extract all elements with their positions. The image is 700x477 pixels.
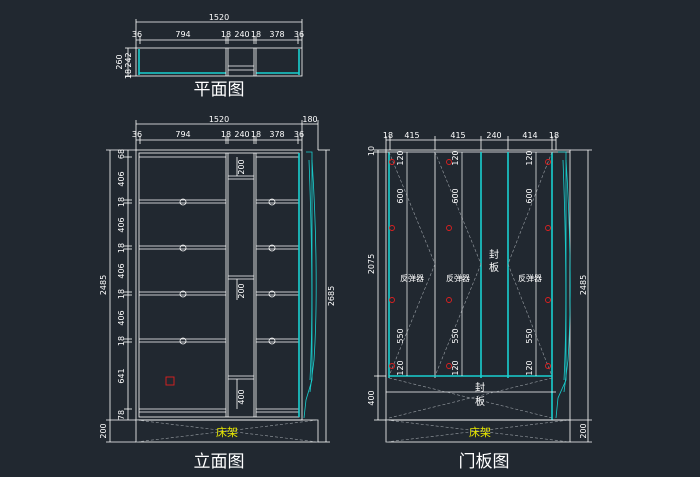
plan-seg-7: 36	[294, 30, 304, 39]
hinge-l-2: 600	[396, 188, 405, 203]
plan-title: 平面图	[194, 80, 245, 100]
elev-mid-dim-3: 400	[237, 389, 246, 404]
door-w-5: 414	[522, 131, 537, 140]
seal-upper-char-2: 板	[489, 261, 499, 274]
elev-mid-dim-1: 200	[237, 159, 246, 174]
hinge-l-1: 120	[396, 150, 405, 165]
seal-upper-char-1: 封	[489, 248, 499, 261]
door-w-2: 415	[404, 131, 419, 140]
door-bed-label: 床架	[469, 425, 491, 439]
seal-lower-char-1: 封	[475, 381, 485, 394]
elev-h-2: 406	[117, 171, 126, 186]
elev-h-9: 18	[117, 336, 126, 346]
hinge-r-4: 120	[525, 360, 534, 375]
door-top: 10	[367, 146, 376, 156]
elev-h-11: 78	[117, 410, 126, 420]
plan-seg-4: 240	[234, 30, 249, 39]
elevation-view: 1520 180 36 794 18 240 18 378 36	[99, 115, 336, 472]
door-bottom: 400	[367, 390, 376, 405]
hinge-r-3: 550	[525, 328, 534, 343]
plan-seg-2: 794	[175, 30, 190, 39]
plan-seg-5: 18	[251, 30, 261, 39]
elev-h-5: 18	[117, 243, 126, 253]
hinge-m-4: 120	[451, 360, 460, 375]
hinge-l-3: 550	[396, 328, 405, 343]
hinge-l-4: 120	[396, 360, 405, 375]
door-w-6: 18	[549, 131, 559, 140]
elev-seg-2: 794	[175, 130, 190, 139]
door-w-1: 18	[383, 131, 393, 140]
door-w-4: 240	[486, 131, 501, 140]
plan-depth-part-1: 242	[124, 52, 133, 67]
door-bed-height: 200	[579, 423, 588, 438]
hinge-m-3: 550	[451, 328, 460, 343]
elev-total-with-bed: 2685	[327, 286, 336, 306]
seal-lower-char-2: 板	[475, 395, 485, 408]
plan-depth: 260	[115, 54, 124, 69]
plan-total-width: 1520	[209, 13, 229, 22]
door-view: 18 415 415 240 414 18	[367, 131, 592, 472]
plan-seg-3: 18	[221, 30, 231, 39]
hinge-r-2: 600	[525, 188, 534, 203]
hinge-m-1: 120	[451, 150, 460, 165]
elev-bed-height: 200	[99, 423, 108, 438]
elev-h-10: 641	[117, 368, 126, 383]
elevation-title: 立面图	[194, 452, 245, 472]
plan-view: 1520 36 794 18 240 18 378 36	[115, 13, 304, 100]
elev-h-7: 18	[117, 289, 126, 299]
elev-overall-height: 2485	[99, 275, 108, 295]
door-title: 门板图	[459, 452, 510, 472]
hinge-r-1: 120	[525, 150, 534, 165]
elev-h-4: 406	[117, 217, 126, 232]
elev-h-3: 18	[117, 197, 126, 207]
rebound-label-1: 反弹器	[400, 273, 424, 283]
door-overall-height: 2485	[579, 275, 588, 295]
elev-seg-4: 240	[234, 130, 249, 139]
elev-seg-6: 378	[269, 130, 284, 139]
elev-side-extra: 180	[302, 115, 317, 124]
marker-icon	[165, 376, 175, 386]
rebound-label-3: 反弹器	[518, 273, 542, 283]
elev-seg-1: 36	[132, 130, 142, 139]
elev-h-6: 406	[117, 263, 126, 278]
door-height: 2075	[367, 254, 376, 274]
elev-bed-label: 床架	[216, 425, 238, 439]
elev-total-width: 1520	[209, 115, 229, 124]
plan-seg-1: 36	[132, 30, 142, 39]
plan-seg-6: 378	[269, 30, 284, 39]
elev-h-1: 68	[117, 149, 126, 159]
elev-mid-dim-2: 200	[237, 283, 246, 298]
elev-seg-5: 18	[251, 130, 261, 139]
hinge-m-2: 600	[451, 188, 460, 203]
plan-depth-part-2: 18	[124, 69, 133, 79]
rebound-label-2: 反弹器	[446, 273, 470, 283]
elev-seg-7: 36	[294, 130, 304, 139]
elev-seg-3: 18	[221, 130, 231, 139]
door-w-3: 415	[450, 131, 465, 140]
elev-h-8: 406	[117, 310, 126, 325]
